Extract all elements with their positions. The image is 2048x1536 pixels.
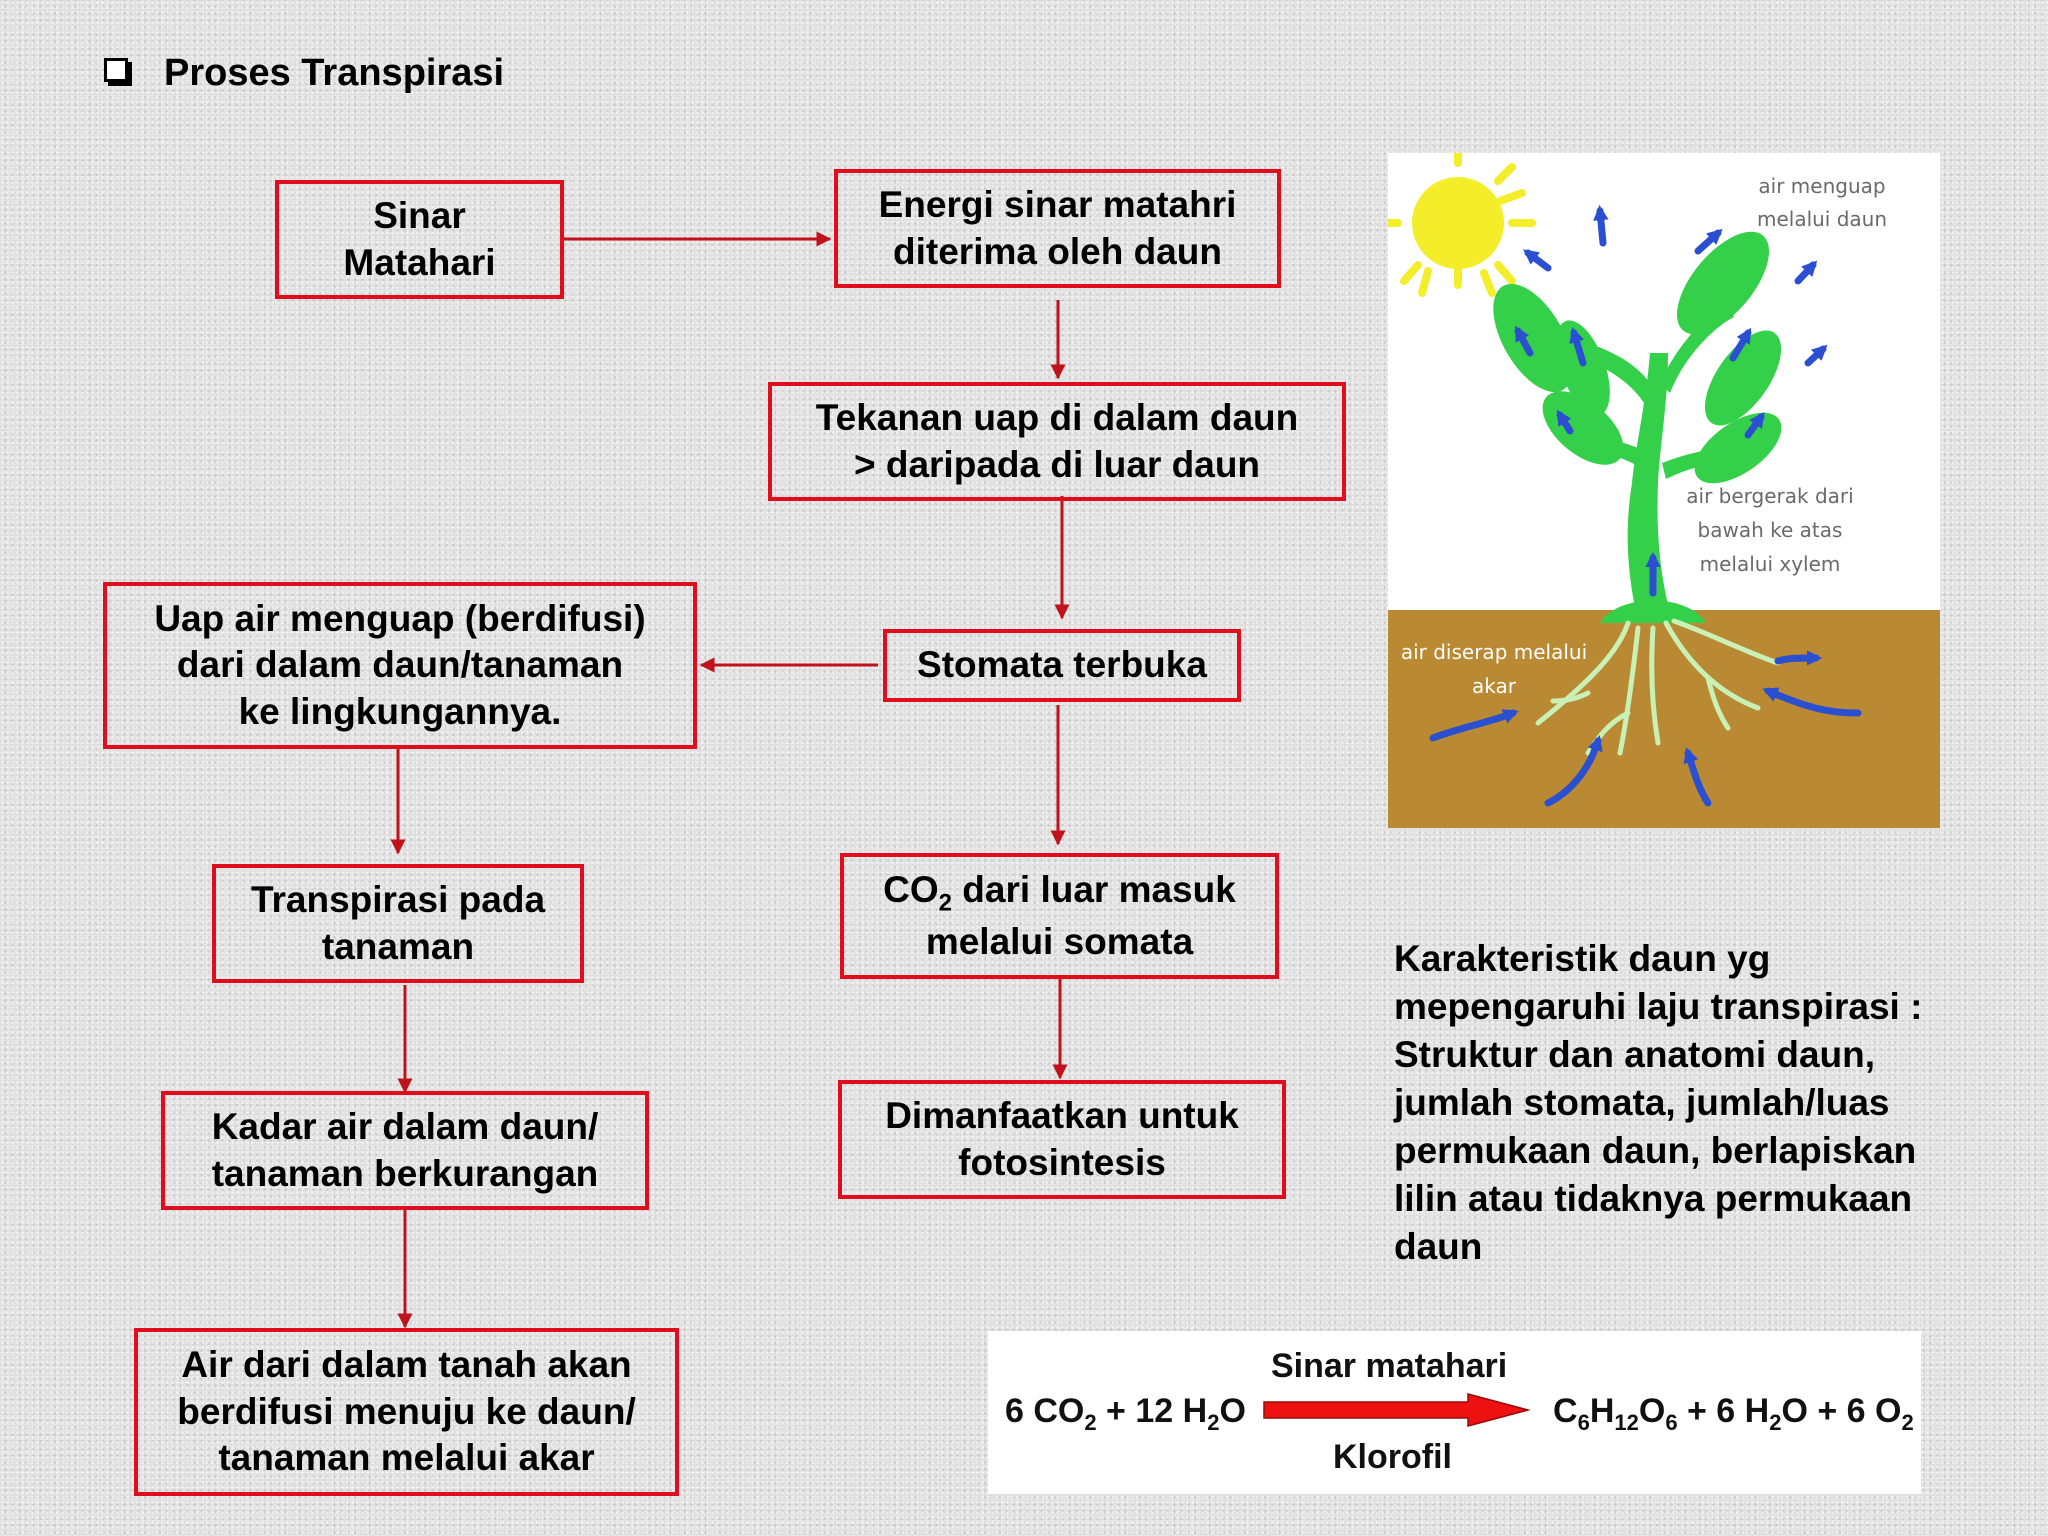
product-part: H	[1589, 1392, 1615, 1430]
box-tekanan-uap: Tekanan uap di dalam daun > daripada di …	[768, 382, 1346, 501]
box-energi-diterima: Energi sinar matahri diterima oleh daun	[834, 169, 1281, 288]
box-stomata-terbuka: Stomata terbuka	[883, 629, 1241, 702]
product-part: C	[1553, 1392, 1578, 1430]
transpiration-illustration: air menguap melalui daun air bergerak da…	[1388, 153, 1940, 828]
product-sub: 6	[1665, 1409, 1678, 1435]
reactant-part: + 12 H	[1096, 1392, 1208, 1430]
reactant-part: 6 CO	[1005, 1392, 1085, 1430]
plant-icon	[1493, 231, 1782, 623]
reactant-sub: 2	[1084, 1409, 1097, 1435]
reactant-sub: 2	[1207, 1409, 1220, 1435]
equation-products: C6H12O6 + 6 H2O + 6 O2	[1553, 1392, 1914, 1436]
reactant-part: O	[1219, 1392, 1246, 1430]
co2-rest: dari luar masuk melalui somata	[925, 868, 1236, 962]
product-part: + 6 H	[1677, 1392, 1770, 1430]
page-title-row: Proses Transpirasi	[104, 52, 504, 95]
product-sub: 6	[1577, 1409, 1590, 1435]
box-transpirasi: Transpirasi pada tanaman	[212, 864, 584, 983]
label-akar: akar	[1472, 674, 1517, 698]
photosynthesis-equation: Sinar matahari 6 CO2 + 12 H2O C6H12O6 + …	[988, 1331, 1921, 1494]
product-sub: 2	[1769, 1409, 1782, 1435]
box-uap-air-menguap: Uap air menguap (berdifusi) dari dalam d…	[103, 582, 697, 749]
soil-background	[1388, 610, 1940, 828]
sun-icon	[1388, 153, 1536, 297]
co2-subscript: 2	[938, 889, 953, 917]
box-kadar-air: Kadar air dalam daun/ tanaman berkuranga…	[161, 1091, 649, 1210]
equation-label-klorofil: Klorofil	[1333, 1438, 1452, 1476]
box-air-tanah: Air dari dalam tanah akan berdifusi menu…	[134, 1328, 679, 1496]
page-title: Proses Transpirasi	[164, 52, 505, 94]
co2-prefix: CO	[883, 868, 939, 910]
label-melalui-xylem: melalui xylem	[1700, 552, 1841, 576]
box-co2-masuk: CO2 dari luar masuk melalui somata	[840, 853, 1279, 979]
box-dimanfaatkan: Dimanfaatkan untuk fotosintesis	[838, 1080, 1286, 1199]
label-bawah-ke-atas: bawah ke atas	[1698, 518, 1843, 542]
equation-reactants: 6 CO2 + 12 H2O	[1005, 1392, 1246, 1436]
box-sinar-matahari: Sinar Matahari	[275, 180, 564, 299]
checkbox-bullet-icon	[104, 57, 128, 82]
product-sub: 12	[1614, 1409, 1639, 1435]
water-flow-arrows	[1429, 204, 1862, 807]
leaf-characteristics-text: Karakteristik daun yg mepengaruhi laju t…	[1394, 938, 1923, 1267]
reaction-arrow-icon	[1263, 1393, 1531, 1427]
label-air-bergerak: air bergerak dari	[1686, 484, 1853, 508]
equation-label-sinar: Sinar matahari	[1271, 1347, 1508, 1385]
label-melalui-daun: melalui daun	[1757, 207, 1887, 231]
label-air-menguap: air menguap	[1758, 174, 1885, 198]
product-sub: 2	[1901, 1409, 1914, 1435]
product-part: O + 6 O	[1781, 1392, 1902, 1430]
label-air-diserap: air diserap melalui	[1401, 640, 1587, 664]
product-part: O	[1638, 1392, 1666, 1430]
